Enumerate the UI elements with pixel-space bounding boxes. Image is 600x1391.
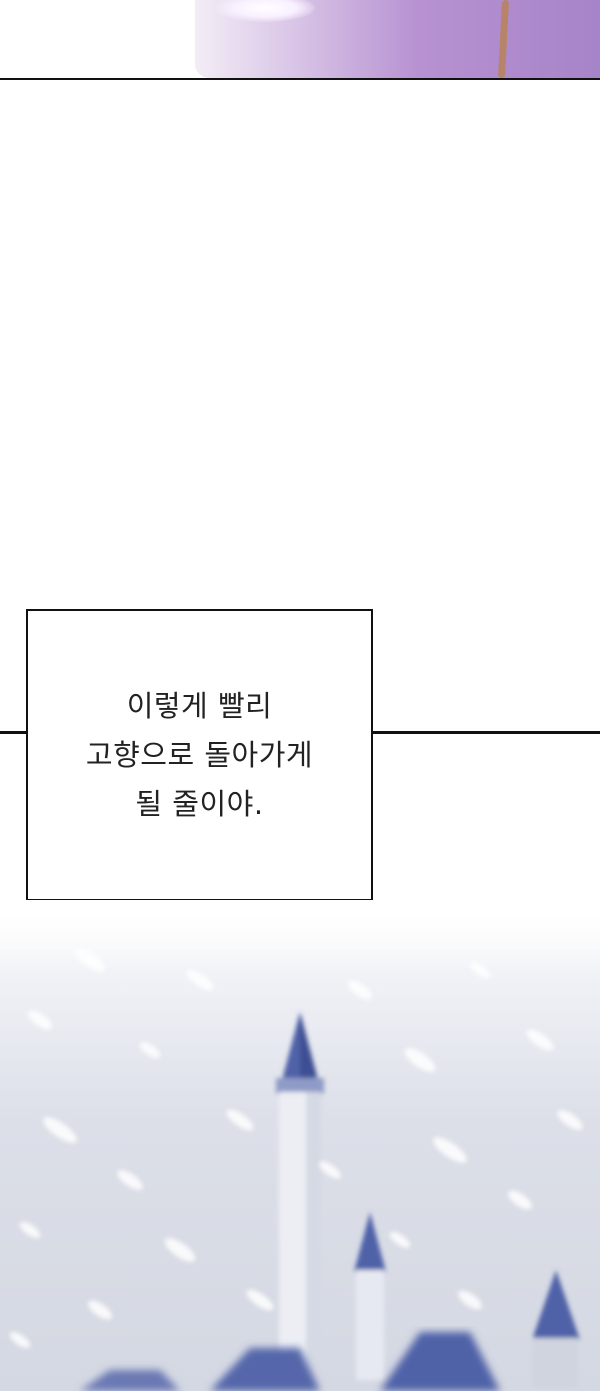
caption-line-3: 될 줄이야.	[135, 786, 264, 821]
previous-panel	[0, 0, 600, 80]
castle-illustration	[0, 900, 600, 1391]
divider-line-right	[372, 731, 600, 734]
panel-border	[0, 78, 600, 80]
caption-line-2: 고향으로 돌아가게	[85, 737, 314, 772]
narration-caption-box: 이렇게 빨리 고향으로 돌아가게 될 줄이야.	[26, 609, 373, 901]
caption-line-1: 이렇게 빨리	[126, 688, 273, 723]
snowy-castle-panel	[0, 900, 600, 1391]
previous-panel-artwork	[195, 0, 600, 78]
divider-line-left	[0, 731, 28, 734]
